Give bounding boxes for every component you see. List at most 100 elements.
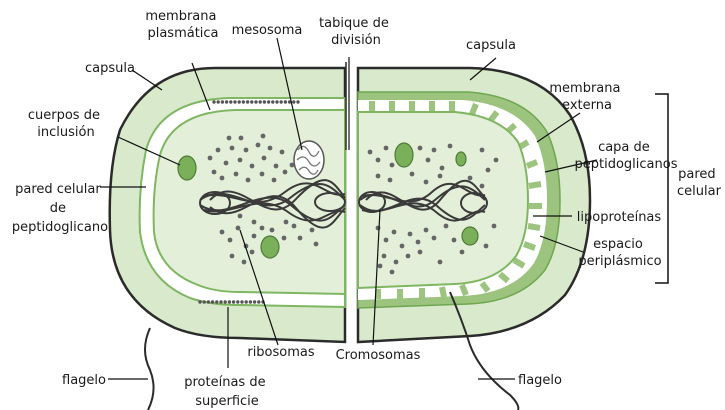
ribosome-dot: [290, 163, 295, 168]
ribosome-dot: [438, 260, 443, 265]
ribosome-dot: [376, 174, 381, 179]
ribosome-dot: [272, 178, 277, 183]
ribosome-dot: [468, 176, 473, 181]
ribosome-dot: [220, 230, 225, 235]
ribosome-dot: [216, 148, 221, 153]
surface-protein: [259, 100, 262, 103]
ribosome-dot: [418, 146, 423, 151]
ribosome-dot: [432, 148, 437, 153]
ribosome-dot: [260, 226, 265, 231]
ribosome-dot: [384, 146, 389, 151]
inclusion-body: [261, 236, 279, 258]
ribosome-dot: [230, 254, 235, 259]
ribosome-dot: [424, 180, 429, 185]
surface-protein: [228, 300, 231, 303]
surface-protein: [246, 100, 249, 103]
ribosome-dot: [392, 230, 397, 235]
surface-protein: [296, 100, 299, 103]
ribosome-dot: [406, 254, 411, 259]
label-pared-celular-left: pared celular de peptidoglicano: [12, 182, 108, 235]
label-flagelo-right: flagelo: [518, 373, 562, 388]
ribosome-dot: [227, 136, 232, 141]
ribosome-dot: [292, 224, 297, 229]
label-membrana-plasmatica: membrana plasmática: [145, 9, 220, 41]
label-flagelo-left: flagelo: [62, 373, 106, 388]
ribosome-dot: [262, 156, 267, 161]
ribosome-dot: [228, 238, 233, 243]
ribosome-dot: [368, 150, 373, 155]
ribosome-dot: [283, 170, 288, 175]
ribosome-dot: [448, 144, 453, 149]
label-cuerpos-inclusion: cuerpos de inclusión: [28, 108, 104, 140]
ribosome-dot: [494, 158, 499, 163]
ribosome-dot: [382, 254, 387, 259]
surface-protein: [280, 100, 283, 103]
ribosome-dot: [390, 163, 395, 168]
ribosome-dot: [238, 158, 243, 163]
surface-protein: [240, 300, 243, 303]
peptidoglycan-stripe: [528, 226, 540, 228]
ribosome-dot: [224, 161, 229, 166]
ribosome-dot: [208, 156, 213, 161]
ribosome-dot: [268, 146, 273, 151]
label-capa-peptidoglicanos: capa de peptidoglicanos: [575, 140, 678, 172]
ribosome-dot: [220, 176, 225, 181]
inclusion-body: [462, 227, 478, 245]
ribosome-dot: [452, 238, 457, 243]
ribosome-dot: [394, 260, 399, 265]
ribosome-dot: [460, 250, 465, 255]
ribosome-dot: [212, 170, 217, 175]
surface-protein: [229, 100, 232, 103]
surface-protein: [271, 100, 274, 103]
ribosome-dot: [234, 172, 239, 177]
ribosome-dot: [280, 150, 285, 155]
surface-protein: [236, 300, 239, 303]
left-half-cell: [110, 68, 345, 342]
ribosome-dot: [432, 236, 437, 241]
ribosome-dot: [408, 232, 413, 237]
ribosome-dot: [314, 242, 319, 247]
peptidoglycan-stripe: [462, 285, 466, 295]
ribosome-dot: [236, 226, 241, 231]
ribosome-dot: [239, 136, 244, 141]
ribosome-dot: [486, 168, 491, 173]
ribosome-dot: [274, 164, 279, 169]
surface-protein: [198, 300, 201, 303]
ribosome-dot: [250, 250, 255, 255]
surface-protein: [242, 100, 245, 103]
ribosome-dot: [376, 158, 381, 163]
label-capsula-left: capsula: [85, 61, 135, 76]
flagellum-left: [145, 328, 154, 410]
surface-protein: [221, 100, 224, 103]
ribosome-dot: [252, 234, 257, 239]
label-mesosoma: mesosoma: [232, 23, 303, 38]
inclusion-body: [456, 152, 466, 166]
ribosome-dot: [390, 270, 395, 275]
surface-protein: [275, 100, 278, 103]
label-lipoproteinas: lipoproteínas: [577, 210, 662, 225]
ribosome-dot: [480, 148, 485, 153]
surface-protein: [245, 300, 248, 303]
ribosome-dot: [230, 146, 235, 151]
surface-protein: [203, 300, 206, 303]
label-capsula-right: capsula: [466, 38, 516, 53]
inclusion-body: [395, 143, 413, 167]
surface-protein: [225, 100, 228, 103]
ribosome-dot: [270, 228, 275, 233]
ribosome-dot: [260, 172, 265, 177]
ribosome-dot: [246, 178, 251, 183]
surface-protein: [238, 100, 241, 103]
ribosome-dot: [410, 172, 415, 177]
surface-protein: [249, 300, 252, 303]
surface-protein: [257, 300, 260, 303]
ribosome-dot: [282, 236, 287, 241]
peptidoglycan-stripe: [529, 184, 541, 186]
surface-protein: [263, 100, 266, 103]
right-inner-membrane: [358, 112, 528, 288]
ribosome-dot: [378, 264, 383, 269]
ribosome-dot: [484, 244, 489, 249]
ribosome-dot: [244, 148, 249, 153]
mesosome: [294, 141, 324, 179]
ribosome-dot: [416, 240, 421, 245]
surface-protein: [215, 300, 218, 303]
